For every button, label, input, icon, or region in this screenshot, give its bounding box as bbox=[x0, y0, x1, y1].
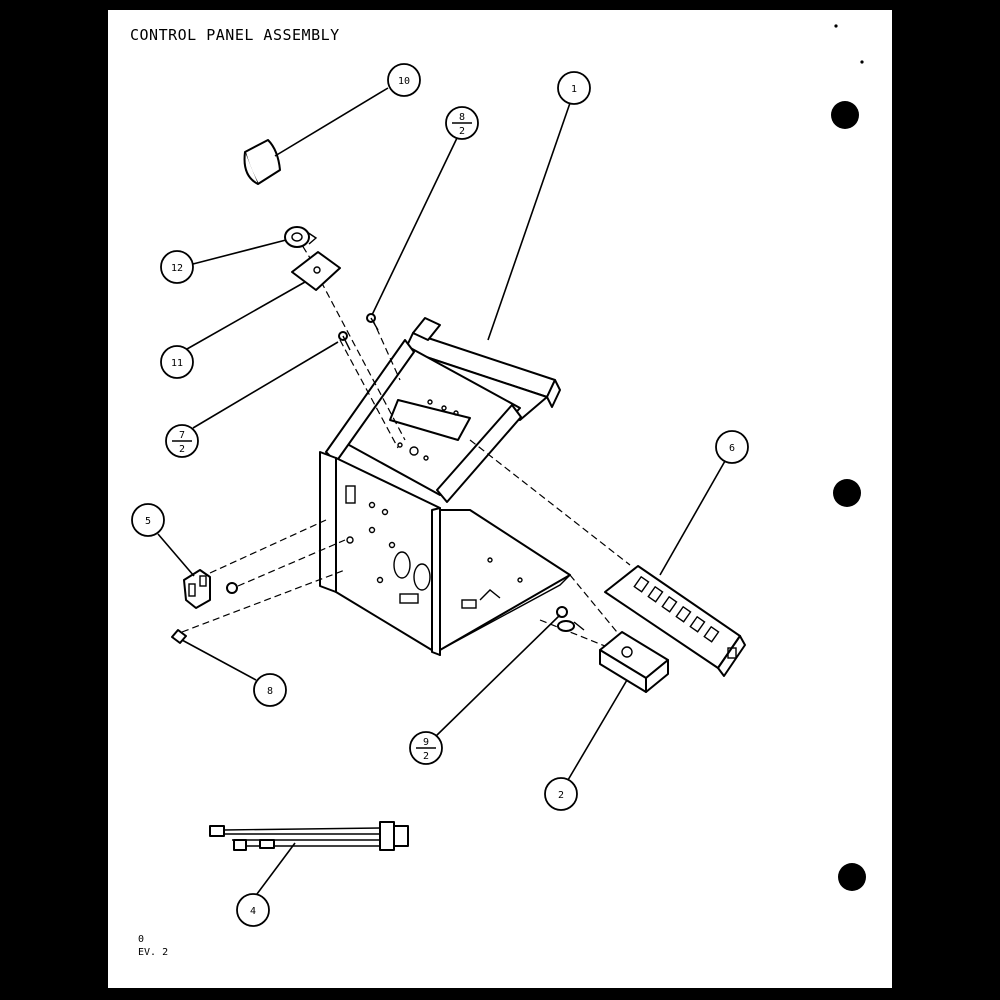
svg-text:2: 2 bbox=[179, 444, 185, 455]
callout-12: 12 bbox=[160, 250, 194, 284]
knob bbox=[243, 139, 281, 185]
callout-6: 6 bbox=[715, 430, 749, 464]
speck bbox=[834, 24, 838, 28]
revision-line-1: 0 bbox=[138, 934, 144, 945]
rocker-switch bbox=[183, 569, 211, 609]
callout-7-over-2: 7 2 bbox=[165, 424, 199, 458]
binder-hole-middle bbox=[833, 479, 861, 507]
callout-4: 4 bbox=[236, 893, 270, 927]
switch-screw bbox=[226, 582, 238, 594]
svg-text:10: 10 bbox=[398, 76, 410, 87]
svg-text:4: 4 bbox=[250, 906, 256, 917]
control-board bbox=[604, 565, 746, 677]
svg-text:5: 5 bbox=[145, 516, 151, 527]
svg-text:9: 9 bbox=[423, 737, 429, 748]
binder-hole-bottom bbox=[838, 863, 866, 891]
callout-8-over-2: 8 2 bbox=[445, 106, 479, 140]
revision-line-2: EV. 2 bbox=[138, 947, 168, 958]
callout-8: 8 bbox=[253, 673, 287, 707]
knob-washer bbox=[284, 226, 318, 248]
binder-hole-top bbox=[831, 101, 859, 129]
svg-text:11: 11 bbox=[171, 358, 183, 369]
callout-2: 2 bbox=[544, 777, 578, 811]
diagram-title: CONTROL PANEL ASSEMBLY bbox=[130, 26, 340, 44]
bracket-screw bbox=[556, 606, 585, 632]
control-panel-housing bbox=[319, 317, 571, 656]
svg-text:8: 8 bbox=[459, 112, 465, 123]
callout-1: 1 bbox=[557, 71, 591, 105]
control-module bbox=[599, 631, 669, 693]
screws bbox=[338, 313, 379, 351]
callout-10: 10 bbox=[387, 63, 421, 97]
wire-harness bbox=[209, 821, 409, 851]
svg-text:12: 12 bbox=[171, 263, 183, 274]
callout-11: 11 bbox=[160, 345, 194, 379]
callout-5: 5 bbox=[131, 503, 165, 537]
drawing-sheet bbox=[108, 10, 892, 988]
leader-lines bbox=[157, 87, 726, 899]
speck bbox=[860, 60, 864, 64]
svg-text:8: 8 bbox=[267, 686, 273, 697]
svg-text:2: 2 bbox=[459, 126, 465, 137]
svg-text:6: 6 bbox=[729, 443, 735, 454]
svg-text:2: 2 bbox=[423, 751, 429, 762]
callout-9-over-2: 9 2 bbox=[409, 731, 443, 765]
svg-text:7: 7 bbox=[179, 430, 185, 441]
svg-text:1: 1 bbox=[571, 84, 577, 95]
svg-text:2: 2 bbox=[558, 790, 564, 801]
mounting-plate bbox=[291, 251, 341, 291]
